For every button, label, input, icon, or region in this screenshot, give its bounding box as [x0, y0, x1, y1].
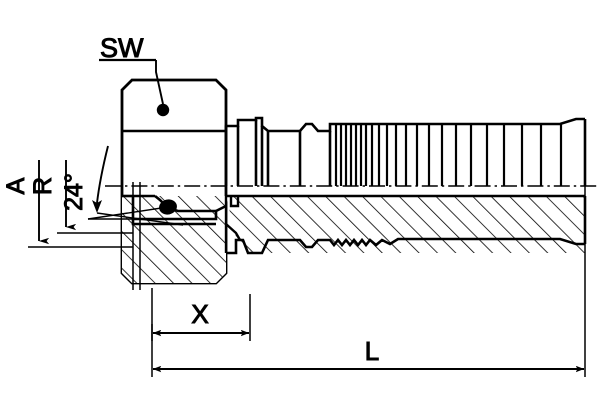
- barb-section-step: [229, 196, 240, 208]
- nut-section-hatch: [122, 196, 226, 283]
- sw-label: SW: [100, 33, 144, 63]
- x-label: X: [191, 299, 208, 329]
- barb-serrations-upper: [334, 124, 563, 186]
- l-dimension: [151, 186, 586, 377]
- angle-24-leader: [92, 145, 109, 213]
- cone-chamfer-edge: [224, 196, 242, 253]
- l-label: L: [365, 336, 379, 366]
- r-label: R: [29, 177, 57, 195]
- a-label: A: [2, 177, 30, 194]
- sw-callout: [99, 58, 170, 117]
- angle-24-label: 24°: [60, 173, 88, 211]
- dimension-extension-lines: [28, 206, 184, 248]
- barb-section-hatch: [226, 196, 585, 253]
- bore-guide-lines: [121, 182, 141, 290]
